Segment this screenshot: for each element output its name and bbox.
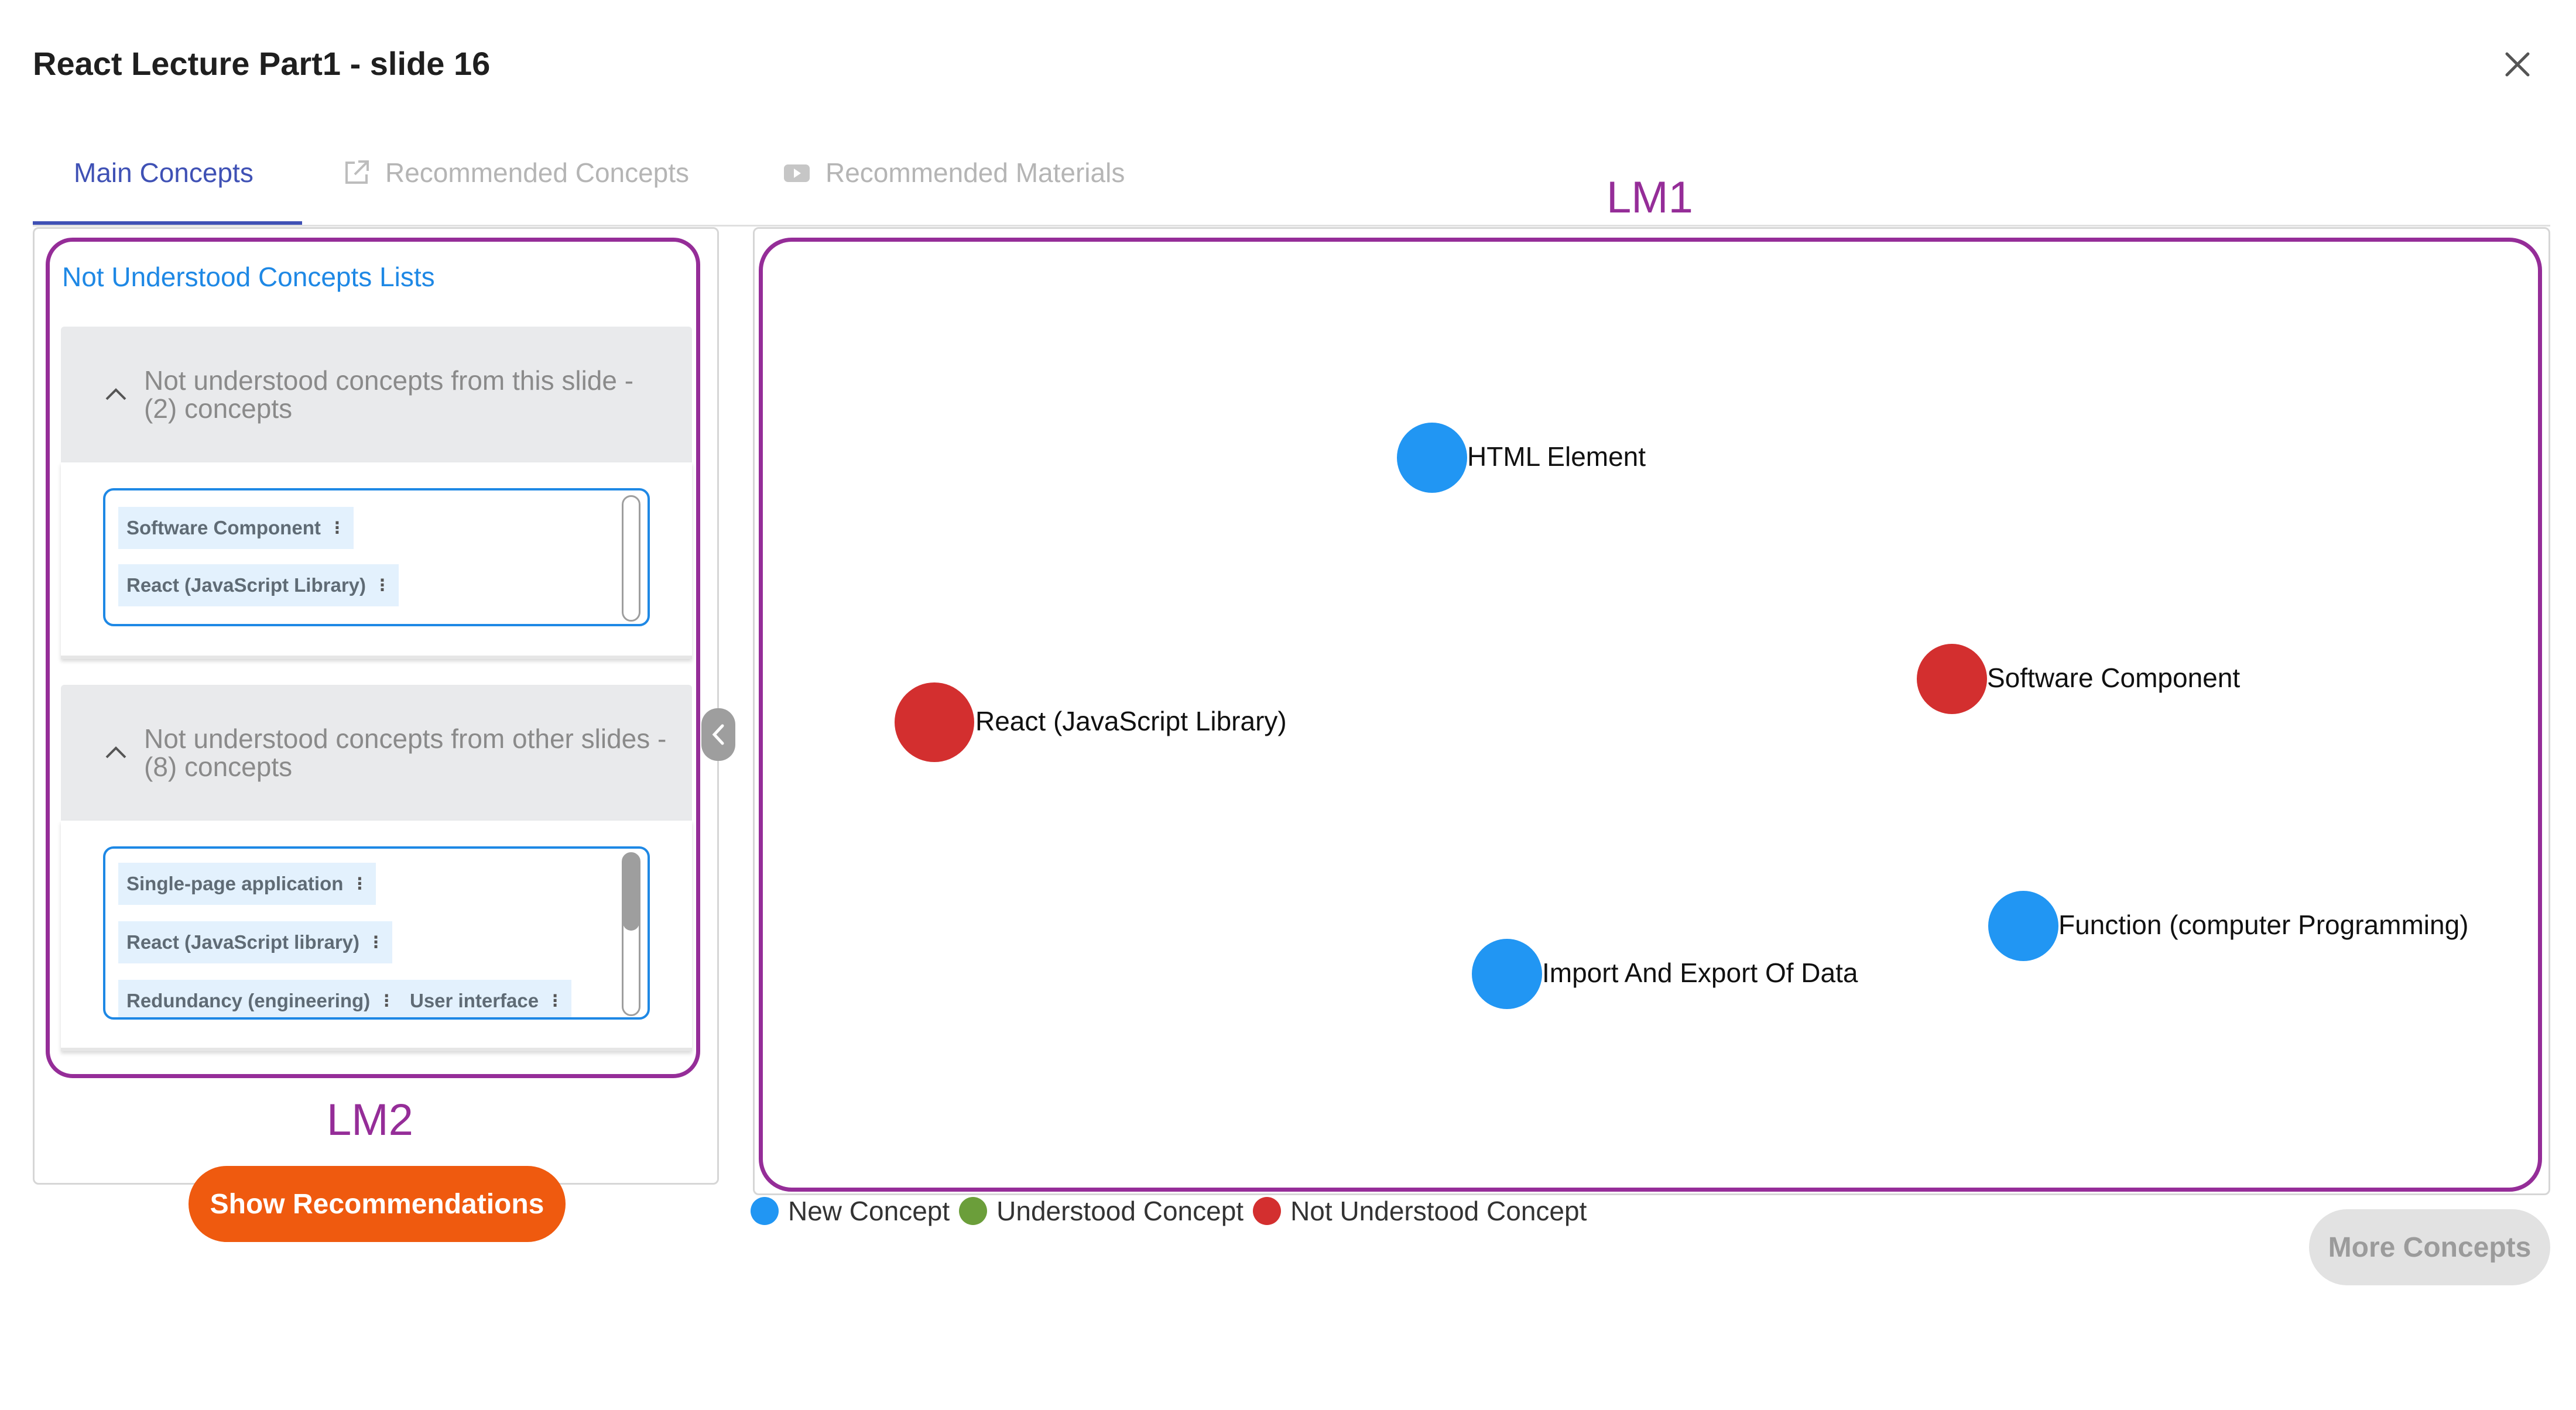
chevron-up-icon[interactable] — [100, 378, 132, 411]
concept-node-label[interactable]: Function (computer Programming) — [2058, 910, 2468, 940]
legend-item-new: New Concept — [751, 1195, 950, 1227]
drag-handle-icon[interactable]: ⋮ — [547, 992, 564, 1010]
section-header-other-slides[interactable] — [61, 685, 692, 821]
graph-node-import-export[interactable]: Import And Export Of Data — [1472, 939, 1858, 1009]
graph-legend: New Concept Understood Concept Not Under… — [751, 1195, 1596, 1227]
section-title-other-slides: Not understood concepts from other slide… — [144, 723, 667, 782]
tabs-divider — [33, 225, 2550, 227]
open-in-new-icon — [345, 160, 369, 184]
tab-recommended-materials[interactable]: Recommended Materials — [782, 157, 1125, 188]
section-title-this-slide: Not understood concepts from this slide … — [144, 365, 634, 424]
concept-node-label[interactable]: HTML Element — [1467, 441, 1646, 472]
tab-label: Recommended Concepts — [385, 157, 690, 188]
concept-node[interactable] — [1397, 423, 1467, 493]
legend-label: Not Understood Concept — [1290, 1196, 1587, 1226]
concept-chip[interactable]: Software Component⋮ — [118, 507, 354, 549]
concept-node-label[interactable]: Import And Export Of Data — [1542, 958, 1858, 988]
chevron-left-icon[interactable] — [701, 708, 735, 761]
show-recommendations-button[interactable]: Show Recommendations — [189, 1166, 566, 1242]
legend-item-not-understood: Not Understood Concept — [1253, 1195, 1587, 1227]
concept-graph-panel — [753, 227, 2550, 1195]
legend-dot — [959, 1197, 988, 1225]
legend-item-understood: Understood Concept — [959, 1195, 1244, 1227]
chevron-up-icon[interactable] — [100, 736, 132, 769]
legend-label: New Concept — [788, 1196, 950, 1226]
concept-chip[interactable]: React (JavaScript Library)⋮ — [118, 564, 399, 606]
page-title: React Lecture Part1 - slide 16 — [33, 45, 491, 82]
chip-list-this-slide[interactable]: Software Component⋮ React (JavaScript Li… — [103, 488, 650, 626]
more-concepts-button[interactable]: More Concepts — [2309, 1209, 2550, 1285]
concept-node[interactable] — [1472, 939, 1542, 1009]
tab-recommended-concepts[interactable]: Recommended Concepts — [342, 157, 689, 188]
graph-node-function[interactable]: Function (computer Programming) — [1988, 891, 2468, 961]
graph-node-html-element[interactable]: HTML Element — [1397, 423, 1646, 493]
video-icon — [784, 164, 810, 182]
graph-node-react[interactable]: React (JavaScript Library) — [895, 682, 1287, 762]
concept-node[interactable] — [1917, 644, 1987, 714]
lm1-annotation-label: LM1 — [1606, 173, 1693, 222]
drag-handle-icon[interactable]: ⋮ — [378, 992, 395, 1010]
concept-lists-title: Not Understood Concepts Lists — [62, 262, 435, 292]
legend-label: Understood Concept — [996, 1196, 1244, 1226]
concept-node[interactable] — [895, 682, 974, 762]
graph-node-software-component[interactable]: Software Component — [1917, 644, 2240, 714]
concept-chip[interactable]: React (JavaScript library)⋮ — [118, 921, 393, 963]
lm2-annotation-box — [46, 238, 700, 1078]
tab-label: Recommended Materials — [825, 157, 1125, 188]
drag-handle-icon[interactable]: ⋮ — [374, 576, 391, 594]
close-icon[interactable] — [2499, 46, 2536, 83]
concept-node[interactable] — [1988, 891, 2058, 961]
concept-chip[interactable]: Single-page application⋮ — [118, 863, 376, 905]
legend-dot — [751, 1197, 779, 1225]
concept-node-label[interactable]: Software Component — [1987, 663, 2240, 693]
drag-handle-icon[interactable]: ⋮ — [328, 519, 345, 537]
section-header-this-slide[interactable] — [61, 327, 692, 462]
legend-dot — [1253, 1197, 1282, 1225]
concept-chip[interactable]: Redundancy (engineering)⋮ — [118, 980, 403, 1017]
tab-label: Main Concepts — [74, 157, 254, 188]
drag-handle-icon[interactable]: ⋮ — [368, 933, 385, 951]
scrollbar-thumb[interactable] — [623, 853, 639, 931]
scrollbar[interactable] — [622, 495, 640, 622]
drag-handle-icon[interactable]: ⋮ — [351, 874, 368, 893]
concept-node-label[interactable]: React (JavaScript Library) — [975, 706, 1287, 736]
concept-chip[interactable]: User interface⋮ — [402, 980, 572, 1017]
active-tab-indicator — [33, 221, 302, 225]
chip-list-other-slides[interactable]: Single-page application⋮ React (JavaScri… — [103, 846, 650, 1020]
lm1-annotation-box — [759, 238, 2542, 1192]
tab-main-concepts[interactable]: Main Concepts — [74, 157, 254, 188]
lm2-annotation-label: LM2 — [327, 1095, 413, 1145]
